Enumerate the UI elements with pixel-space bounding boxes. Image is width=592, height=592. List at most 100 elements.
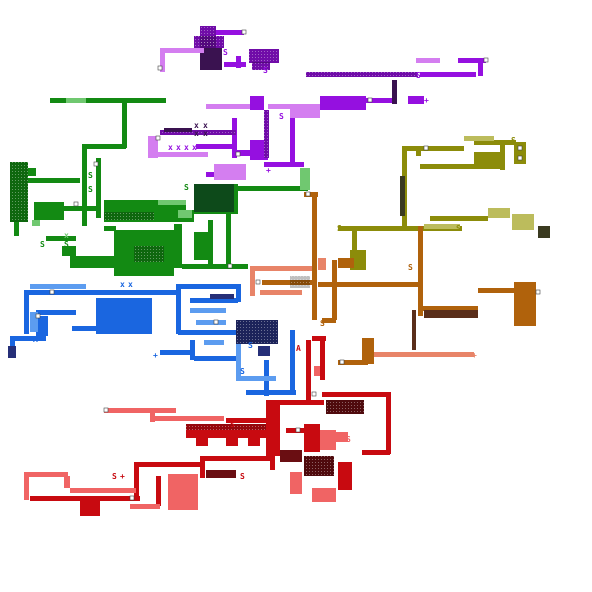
room <box>270 454 275 470</box>
room <box>224 62 246 67</box>
item-marker[interactable]: + <box>266 166 271 175</box>
room <box>134 462 139 496</box>
blocked-marker: x <box>194 129 199 138</box>
room <box>268 104 294 109</box>
item-marker[interactable]: + <box>424 96 429 105</box>
room <box>46 236 76 241</box>
room <box>80 500 100 516</box>
item-marker[interactable]: + <box>120 472 125 481</box>
room <box>24 290 29 334</box>
room <box>226 418 266 423</box>
room <box>190 298 238 303</box>
zone-violet-hatch <box>160 26 418 158</box>
save-marker[interactable]: S <box>223 48 228 57</box>
save-marker[interactable]: S <box>88 185 93 194</box>
area-marker[interactable]: A <box>296 344 301 353</box>
save-marker[interactable]: S <box>456 224 461 233</box>
room <box>478 288 516 293</box>
room <box>420 72 476 77</box>
save-marker[interactable]: S <box>416 71 421 80</box>
save-marker[interactable]: S <box>230 420 235 429</box>
room <box>416 58 440 63</box>
room <box>60 206 100 211</box>
save-marker[interactable]: S <box>64 240 69 249</box>
room <box>416 146 421 156</box>
room <box>200 456 270 461</box>
room <box>318 282 418 287</box>
room <box>156 476 161 506</box>
save-marker[interactable]: S <box>88 171 93 180</box>
room <box>338 462 352 490</box>
area-marker[interactable]: A <box>33 335 38 344</box>
room <box>236 150 266 156</box>
save-marker[interactable]: S <box>240 472 245 481</box>
room <box>322 318 336 323</box>
zone-light-blue <box>30 284 276 381</box>
room <box>312 192 317 320</box>
save-marker[interactable]: S <box>346 435 351 444</box>
room <box>160 48 165 72</box>
save-marker[interactable]: S <box>240 367 245 376</box>
save-marker[interactable]: S <box>337 224 342 233</box>
zone-salmon <box>250 258 474 357</box>
save-marker[interactable]: S <box>320 319 325 328</box>
save-marker[interactable]: S <box>248 341 253 350</box>
room <box>226 434 238 446</box>
room <box>70 256 118 268</box>
item-marker[interactable]: + <box>112 327 117 336</box>
room <box>386 392 391 454</box>
room <box>70 290 180 295</box>
room <box>194 232 208 260</box>
blocked-marker: x <box>64 231 69 240</box>
zone-olive-dark <box>400 176 550 238</box>
marker-layer: S S S S + S S S S S S S S S S S S A A S … <box>33 48 516 481</box>
item-marker[interactable]: + <box>153 351 158 360</box>
room <box>148 136 158 158</box>
room <box>322 392 390 397</box>
room <box>30 496 140 501</box>
blocked-marker: x <box>168 143 173 152</box>
item-marker[interactable]: + <box>472 351 477 360</box>
room <box>196 144 236 149</box>
save-marker[interactable]: S <box>408 263 413 272</box>
save-marker[interactable]: S <box>112 472 117 481</box>
save-marker[interactable]: S <box>511 136 516 145</box>
room <box>458 58 486 63</box>
room <box>84 144 126 149</box>
room <box>182 264 248 269</box>
room <box>160 48 204 53</box>
room <box>248 434 260 446</box>
room <box>206 104 250 109</box>
blocked-marker: x <box>194 121 199 130</box>
zone-violet-dark <box>164 48 397 132</box>
save-marker[interactable]: S <box>279 112 284 121</box>
room <box>430 216 488 221</box>
room <box>134 462 204 467</box>
save-marker[interactable]: S <box>263 66 268 75</box>
room <box>196 434 208 446</box>
room <box>36 316 48 336</box>
save-marker[interactable]: S <box>40 240 45 249</box>
room <box>320 340 325 380</box>
room <box>304 192 318 197</box>
room <box>236 284 241 302</box>
save-marker[interactable]: S <box>184 183 189 192</box>
zone-dark-red <box>186 400 364 478</box>
room <box>24 290 70 295</box>
room <box>232 118 237 158</box>
room <box>214 30 244 35</box>
blocked-marker: x <box>184 143 189 152</box>
room <box>478 58 483 76</box>
room <box>514 142 526 164</box>
room <box>160 350 190 355</box>
room <box>366 98 396 103</box>
blocked-marker: x <box>203 121 208 130</box>
room <box>338 226 462 231</box>
room <box>262 280 314 285</box>
room <box>290 104 320 118</box>
room <box>266 400 280 456</box>
room <box>62 246 76 256</box>
room <box>278 400 324 405</box>
zone-khaki <box>424 136 534 230</box>
